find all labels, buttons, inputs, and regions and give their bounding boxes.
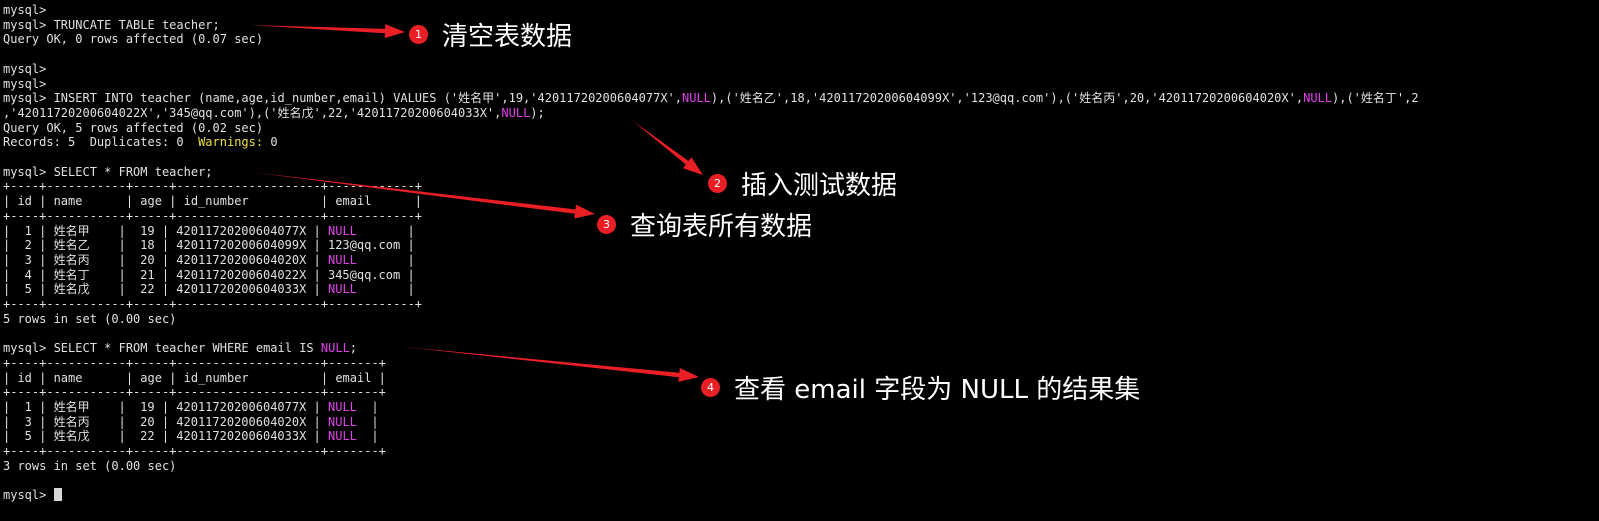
terminal-text: | — [356, 282, 415, 297]
terminal-line: +----+-----------+-----+----------------… — [3, 179, 422, 193]
terminal-text: Records: 5 Duplicates: 0 — [3, 135, 199, 150]
terminal-text: | — [356, 414, 379, 429]
terminal-line: +----+-----------+-----+----------------… — [3, 356, 386, 370]
terminal-line: +----+-----------+-----+----------------… — [3, 444, 386, 458]
terminal-text: 0 — [263, 135, 278, 150]
terminal-line: | 1 | 姓名甲 | 19 | 42011720200604077X | NU… — [3, 400, 379, 414]
null-keyword: NULL — [328, 282, 357, 297]
terminal-line: | 3 | 姓名丙 | 20 | 42011720200604020X | NU… — [3, 415, 379, 429]
terminal-text: | 2 | 姓名乙 | 18 | 42011720200604099X | 12… — [3, 238, 415, 253]
terminal-line: | id | name | age | id_number | email | — [3, 194, 422, 208]
terminal-line: 5 rows in set (0.00 sec) — [3, 312, 176, 326]
terminal-text: +----+-----------+-----+----------------… — [3, 297, 423, 311]
terminal-text: +----+-----------+-----+----------------… — [3, 355, 386, 370]
terminal-line: mysql> — [3, 77, 46, 91]
terminal-text: ,'42011720200604022X','345@qq.com'),('姓名… — [3, 105, 502, 120]
null-keyword: NULL — [328, 252, 357, 267]
terminal-text: mysql> — [3, 76, 47, 91]
terminal-line: mysql> SELECT * FROM teacher WHERE email… — [3, 341, 357, 355]
terminal-text: | 3 | 姓名丙 | 20 | 42011720200604020X | — [3, 414, 328, 429]
terminal-text: mysql> — [3, 3, 47, 17]
terminal-text: +----+-----------+-----+----------------… — [3, 179, 423, 194]
terminal-line: +----+-----------+-----+----------------… — [3, 385, 386, 399]
null-keyword: NULL — [328, 414, 357, 429]
terminal-text: mysql> — [3, 488, 54, 503]
terminal-text: +----+-----------+-----+----------------… — [3, 444, 386, 458]
null-keyword: NULL — [682, 91, 711, 106]
terminal-line: Query OK, 5 rows affected (0.02 sec) — [3, 121, 263, 135]
terminal-text: mysql> SELECT * FROM teacher; — [3, 164, 213, 179]
terminal-text: | 5 | 姓名戊 | 22 | 42011720200604033X | — [3, 282, 328, 297]
terminal-line: mysql> — [3, 3, 46, 17]
null-keyword: NULL — [1303, 91, 1332, 106]
terminal-text: | 1 | 姓名甲 | 19 | 42011720200604077X | — [3, 399, 328, 414]
terminal-line: | 5 | 姓名戊 | 22 | 42011720200604033X | NU… — [3, 429, 379, 443]
terminal-line: | 5 | 姓名戊 | 22 | 42011720200604033X | NU… — [3, 282, 415, 296]
terminal-line: | 1 | 姓名甲 | 19 | 42011720200604077X | NU… — [3, 224, 415, 238]
terminal-text: mysql> TRUNCATE TABLE teacher; — [3, 17, 220, 32]
terminal-text: ; — [349, 341, 358, 356]
terminal-line: Query OK, 0 rows affected (0.07 sec) — [3, 32, 263, 46]
terminal-line: mysql> SELECT * FROM teacher; — [3, 165, 213, 179]
null-keyword: NULL — [501, 105, 531, 120]
terminal-text: | — [356, 223, 415, 238]
terminal-line: ,'42011720200604022X','345@qq.com'),('姓名… — [3, 106, 545, 120]
terminal-line: mysql> — [3, 62, 46, 76]
terminal-line: | 2 | 姓名乙 | 18 | 42011720200604099X | 12… — [3, 238, 415, 252]
terminal-line: | 4 | 姓名丁 | 21 | 42011720200604022X | 34… — [3, 268, 415, 282]
terminal-text: Query OK, 5 rows affected (0.02 sec) — [3, 120, 264, 135]
terminal-text: 3 rows in set (0.00 sec) — [3, 458, 177, 473]
null-keyword: NULL — [328, 399, 357, 414]
terminal-text: 5 rows in set (0.00 sec) — [3, 311, 177, 326]
null-keyword: NULL — [320, 341, 350, 356]
terminal-text: Query OK, 0 rows affected (0.07 sec) — [3, 32, 264, 47]
warnings-keyword: Warnings: — [198, 135, 264, 150]
terminal-text: +----+-----------+-----+----------------… — [3, 385, 386, 400]
terminal-line: +----+-----------+-----+----------------… — [3, 209, 422, 223]
terminal-line: | id | name | age | id_number | email | — [3, 371, 386, 385]
terminal-text: mysql> — [3, 61, 47, 76]
terminal-line: mysql> — [3, 488, 62, 502]
terminal-text: | — [356, 399, 379, 414]
terminal-text: | id | name | age | id_number | email | — [3, 370, 386, 385]
terminal-text: mysql> INSERT INTO teacher (name,age,id_… — [3, 91, 682, 106]
terminal-text: ),('姓名乙',18,'42011720200604099X','123@qq… — [710, 91, 1304, 106]
terminal-line: mysql> TRUNCATE TABLE teacher; — [3, 18, 220, 32]
terminal-text: | — [356, 252, 415, 267]
null-keyword: NULL — [328, 223, 357, 238]
terminal-line: +----+-----------+-----+----------------… — [3, 297, 422, 311]
terminal-text: | — [356, 429, 379, 444]
terminal-text: | 3 | 姓名丙 | 20 | 42011720200604020X | — [3, 252, 328, 267]
terminal-text: mysql> SELECT * FROM teacher WHERE email… — [3, 341, 321, 356]
terminal-text: ); — [530, 105, 545, 120]
terminal-line: 3 rows in set (0.00 sec) — [3, 459, 176, 473]
terminal-text: | 5 | 姓名戊 | 22 | 42011720200604033X | — [3, 429, 328, 444]
terminal-line: mysql> INSERT INTO teacher (name,age,id_… — [3, 91, 1419, 105]
terminal-line: Records: 5 Duplicates: 0 Warnings: 0 — [3, 135, 278, 149]
terminal-text: ),('姓名丁',2 — [1332, 91, 1419, 106]
terminal-output[interactable]: mysql>mysql> TRUNCATE TABLE teacher;Quer… — [3, 3, 1599, 521]
null-keyword: NULL — [328, 429, 357, 444]
terminal-text: +----+-----------+-----+----------------… — [3, 208, 423, 223]
text-cursor — [53, 488, 62, 502]
terminal-line: | 3 | 姓名丙 | 20 | 42011720200604020X | NU… — [3, 253, 415, 267]
terminal-text: | id | name | age | id_number | email | — [3, 194, 423, 209]
terminal-text: | 4 | 姓名丁 | 21 | 42011720200604022X | 34… — [3, 267, 415, 282]
terminal-text: | 1 | 姓名甲 | 19 | 42011720200604077X | — [3, 223, 328, 238]
